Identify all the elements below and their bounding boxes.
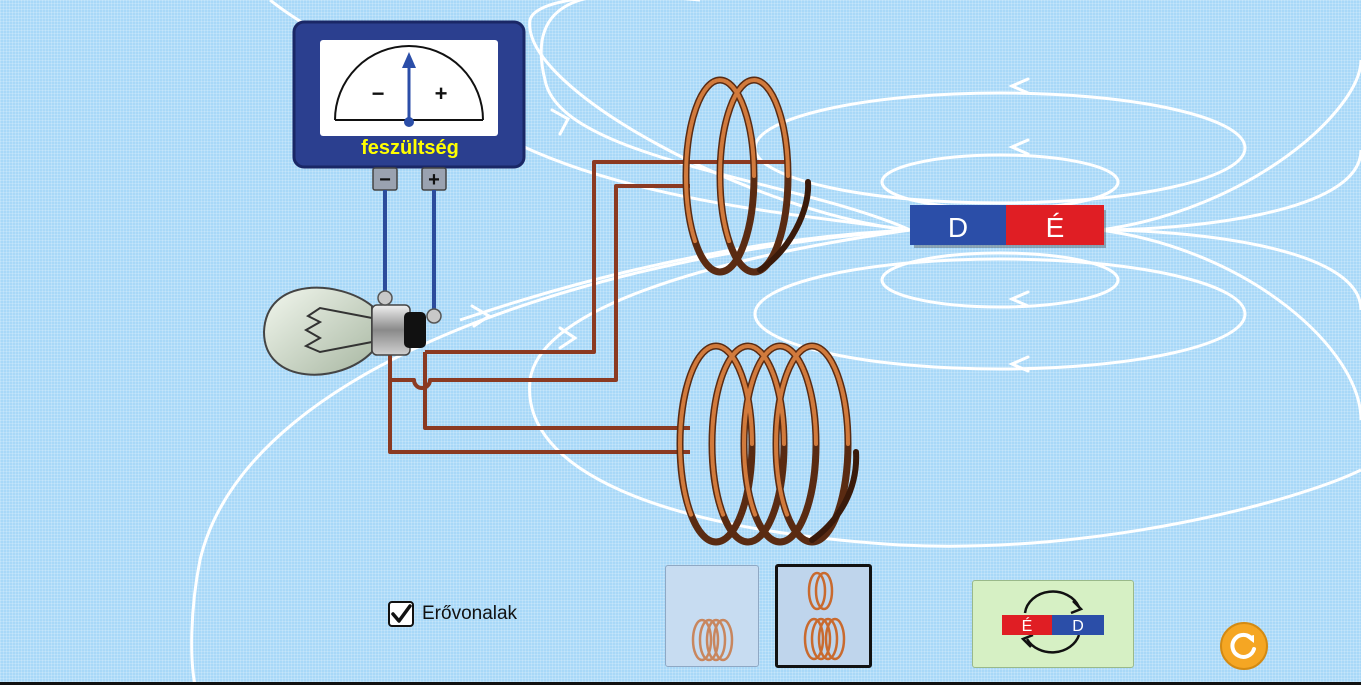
coil-bottom <box>676 342 860 546</box>
flip-label-e: É <box>1022 616 1033 635</box>
single-coil-button[interactable] <box>665 565 759 667</box>
magnet-label-e: É <box>1046 212 1065 243</box>
checkmark-icon <box>391 604 412 623</box>
circuit-wires <box>388 160 790 454</box>
meter-scale-arc <box>334 45 484 121</box>
flip-magnet-button[interactable]: É D <box>972 580 1134 668</box>
field-line <box>1099 228 1361 311</box>
meter-minus-sign: − <box>372 81 385 106</box>
bottom-border <box>0 682 1361 685</box>
field-line <box>753 91 1247 205</box>
svg-text:+: + <box>428 169 440 191</box>
magnet-label-d: D <box>948 212 968 243</box>
bulb-filament <box>303 306 373 354</box>
field-line <box>880 251 1120 309</box>
voltmeter: − + <box>292 20 526 169</box>
reset-icon <box>1220 622 1268 670</box>
flip-label-d: D <box>1072 618 1084 635</box>
light-bulb <box>262 286 442 376</box>
magnet-pole-north <box>1006 205 1104 245</box>
magnet-pole-south <box>910 205 1006 245</box>
field-line <box>528 228 1361 548</box>
two-coils-icon <box>803 571 846 661</box>
coil-top <box>682 76 812 276</box>
field-line <box>1099 59 1361 232</box>
field-lines-checkbox[interactable] <box>388 601 414 627</box>
field-line <box>459 228 911 322</box>
double-coil-button[interactable] <box>775 564 872 668</box>
svg-text:−: − <box>379 169 391 191</box>
field-lines-label: Erővonalak <box>422 603 518 624</box>
field-line <box>1099 149 1361 232</box>
flip-magnet-icon: É D <box>1002 590 1104 654</box>
coil-icon <box>691 618 734 662</box>
bar-magnet[interactable]: D É <box>910 205 1106 248</box>
field-line-arrows <box>470 77 1030 373</box>
meter-label: feszültség <box>361 137 459 159</box>
field-line <box>1099 228 1361 421</box>
reset-button[interactable] <box>1219 621 1269 671</box>
meter-plus-sign: + <box>435 81 448 106</box>
field-line <box>190 228 911 685</box>
field-lines-toggle[interactable]: Erővonalak <box>388 601 517 627</box>
meter-wires <box>383 190 436 312</box>
field-line <box>753 257 1247 371</box>
field-line <box>499 133 911 232</box>
meter-terminals: − + <box>372 167 447 191</box>
